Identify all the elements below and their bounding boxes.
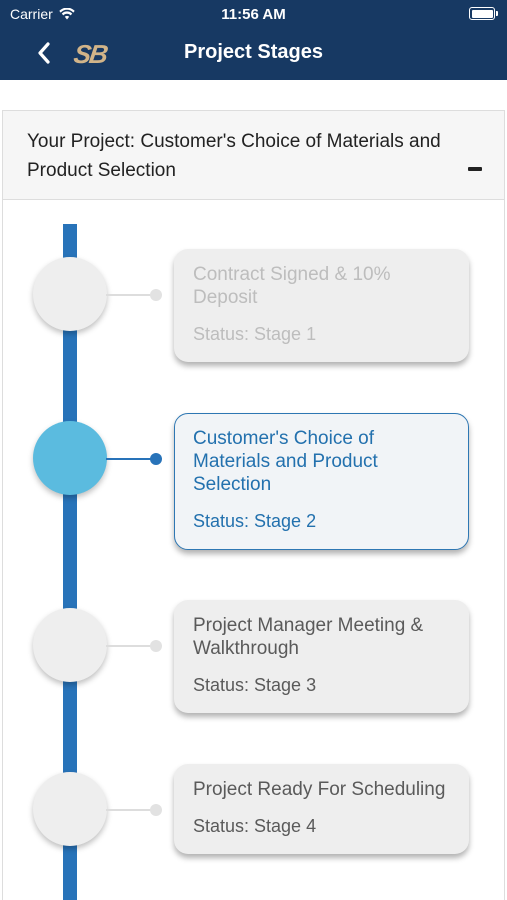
stage-connector-dot-2 bbox=[150, 453, 162, 465]
top-bar: Carrier 11:56 AM SB Project Stages bbox=[0, 0, 507, 80]
stage-node-4 bbox=[33, 772, 107, 846]
stage-card-1[interactable]: Contract Signed & 10% Deposit Status: St… bbox=[174, 249, 469, 362]
stage-connector-1 bbox=[106, 294, 156, 296]
battery-icon bbox=[469, 7, 498, 20]
stage-name: Project Ready For Scheduling bbox=[193, 779, 446, 800]
stage-status: Status: Stage 2 bbox=[193, 511, 317, 531]
stage-name: Contract Signed & 10% Deposit bbox=[193, 264, 391, 308]
status-time: 11:56 AM bbox=[221, 6, 286, 23]
navigation-bar: SB Project Stages bbox=[0, 28, 507, 80]
stage-status: Status: Stage 4 bbox=[193, 816, 317, 836]
stage-connector-2 bbox=[106, 458, 156, 460]
battery-level bbox=[471, 9, 493, 18]
stage-card-3[interactable]: Project Manager Meeting & Walkthrough St… bbox=[174, 600, 469, 713]
status-bar: Carrier 11:56 AM bbox=[0, 0, 507, 28]
stage-node-2 bbox=[33, 421, 107, 495]
stage-card-2[interactable]: Customer's Choice of Materials and Produ… bbox=[174, 413, 469, 550]
back-button[interactable] bbox=[30, 38, 58, 68]
stage-connector-3 bbox=[106, 645, 156, 647]
stage-node-3 bbox=[33, 608, 107, 682]
stage-connector-dot-4 bbox=[150, 804, 162, 816]
carrier-label: Carrier bbox=[10, 6, 53, 22]
page-title: Project Stages bbox=[184, 41, 323, 63]
stage-name: Customer's Choice of Materials and Produ… bbox=[193, 428, 378, 495]
project-panel-header[interactable]: Your Project: Customer's Choice of Mater… bbox=[3, 111, 504, 200]
chevron-left-icon bbox=[38, 42, 50, 64]
timeline-line bbox=[63, 224, 77, 900]
project-title: Your Project: Customer's Choice of Mater… bbox=[27, 131, 441, 181]
carrier-indicator: Carrier bbox=[10, 6, 75, 22]
stage-connector-4 bbox=[106, 809, 156, 811]
stage-node-1 bbox=[33, 257, 107, 331]
stage-card-4[interactable]: Project Ready For Scheduling Status: Sta… bbox=[174, 764, 469, 854]
stage-connector-dot-3 bbox=[150, 640, 162, 652]
wifi-icon bbox=[59, 8, 75, 20]
stage-status: Status: Stage 1 bbox=[193, 324, 317, 344]
collapse-icon[interactable] bbox=[468, 167, 482, 171]
stage-name: Project Manager Meeting & Walkthrough bbox=[193, 615, 424, 659]
stage-status: Status: Stage 3 bbox=[193, 675, 317, 695]
stage-connector-dot-1 bbox=[150, 289, 162, 301]
